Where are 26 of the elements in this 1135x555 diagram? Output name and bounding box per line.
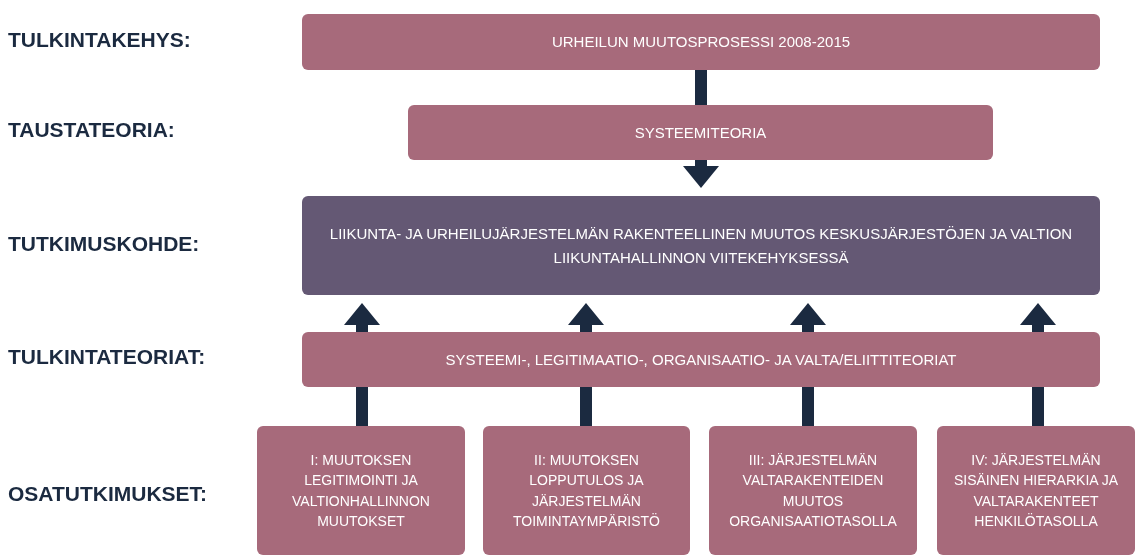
process-box: [302, 196, 1100, 295]
box-text: SYSTEEMITEORIA: [634, 122, 767, 143]
box-text: SYSTEEMI-, LEGITIMAATIO-, ORGANISAATIO- JA VALTA/ELIITTITEORIAT: [445, 349, 957, 370]
process-box: [302, 14, 1100, 70]
arrow: [1020, 303, 1056, 332]
arrow: [683, 160, 719, 188]
box-text: URHEILUN MUUTOSPROSESSI 2008-2015: [551, 32, 851, 53]
process-box: [483, 426, 690, 555]
box-text: IV: JÄRJESTELMÄN SISÄINEN HIERARKIA JA VALTARAKENTEET HENKILÖTASOLLA: [952, 450, 1120, 531]
box-text: I: MUUTOKSEN LEGITIMOINTI JA VALTIONHALLINNON MUUTOKSET: [291, 450, 431, 531]
process-box: [408, 105, 993, 160]
row-heading: TULKINTATEORIAT:: [8, 345, 206, 369]
arrow: [568, 303, 604, 332]
row-heading: TUTKIMUSKOHDE:: [8, 232, 200, 256]
arrow: [344, 303, 380, 332]
row-heading: TULKINTAKEHYS:: [8, 28, 191, 52]
process-box: [937, 426, 1135, 555]
process-box: [709, 426, 917, 555]
box-text: II: MUUTOKSEN LOPPUTULOS JA JÄRJESTELMÄN TOIMINTAYMPÄRISTÖ: [512, 450, 661, 531]
box-text: LIIKUNTA- JA URHEILUJÄRJESTELMÄN RAKENTEELLINEN MUUTOS KESKUSJÄRJESTÖJEN JA VALTION LIIKUNTAHALLINNON VIITEKEHYKSESSÄ: [328, 224, 1074, 268]
process-box: [302, 332, 1100, 387]
row-heading: OSATUTKIMUKSET:: [8, 482, 208, 506]
arrow: [790, 303, 826, 332]
row-heading: TAUSTATEORIA:: [8, 118, 175, 142]
box-text: III: JÄRJESTELMÄN VALTARAKENTEIDEN MUUTOS ORGANISAATIOTASOLLA: [728, 450, 898, 531]
process-box: [257, 426, 465, 555]
